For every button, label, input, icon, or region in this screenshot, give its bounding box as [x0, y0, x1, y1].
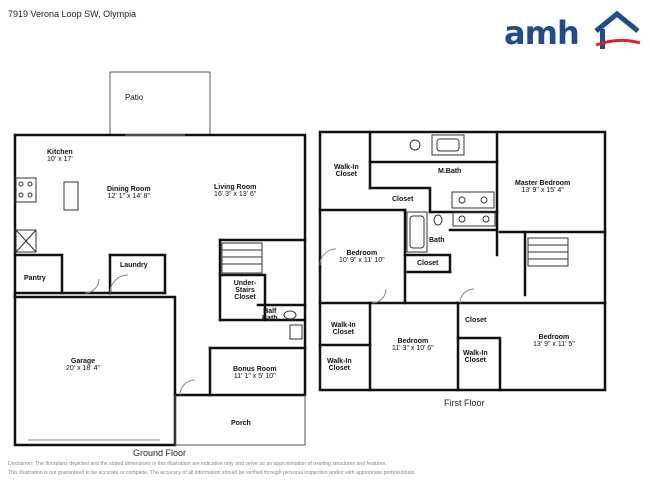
- hall-closet-label: Closet: [417, 260, 439, 267]
- garage-label: Garage: [70, 358, 96, 365]
- laundry-label: Laundry: [120, 262, 148, 269]
- pantry-label: Pantry: [24, 275, 46, 282]
- master-bedroom-label: Master Bedroom: [515, 180, 571, 187]
- disclaimer-line1: Disclaimer: The floorplans depicted and …: [8, 461, 387, 467]
- kitchen-label: Kitchen: [47, 149, 73, 156]
- ground-floor-label: Ground Floor: [133, 448, 187, 458]
- dining-room-label: Dining Room: [107, 186, 151, 193]
- bedroom-left-dimensions: 10' 9" x 11' 10": [339, 257, 385, 264]
- walk-in-closet-b-line2: Closet: [328, 365, 351, 372]
- house-roof-icon: [594, 10, 641, 49]
- garage-dimensions: 20' x 18' 4": [66, 365, 100, 372]
- half-bath-label-line1: Half: [263, 308, 277, 315]
- ground-floor-fixtures: [15, 134, 303, 441]
- first-floor-label: First Floor: [444, 398, 485, 408]
- walk-in-closet-a-line1: Walk-In: [331, 322, 356, 329]
- walk-in-closet-b-line1: Walk-In: [327, 358, 352, 365]
- walk-in-closet-top-line1: Walk-In: [334, 164, 359, 171]
- walk-in-closet-c-line1: Walk-In: [463, 350, 488, 357]
- ground-floor-walls: [13, 71, 307, 447]
- bedroom-right-dimensions: 13' 9" x 11' 5": [533, 341, 575, 348]
- disclaimer: Disclaimer: The floorplans depicted and …: [8, 460, 528, 478]
- dining-room-dimensions: 12' 1" x 14' 8": [107, 193, 150, 200]
- walk-in-closet-c-line2: Closet: [464, 357, 487, 364]
- first-floor-fixtures: [319, 134, 569, 304]
- property-address: 7919 Verona Loop SW, Olympia: [8, 9, 137, 19]
- master-bath-label: M.Bath: [438, 168, 462, 175]
- master-closet-label: Closet: [392, 196, 414, 203]
- kitchen-dimensions: 10' x 17': [47, 156, 73, 163]
- porch-label: Porch: [231, 420, 251, 427]
- amh-logo: amh: [504, 9, 644, 53]
- bedroom-middle-dimensions: 11' 3" x 10' 6": [392, 345, 434, 352]
- bath-label: Bath: [429, 237, 445, 244]
- bedroom-right-label: Bedroom: [538, 334, 570, 341]
- half-bath-label-line2: Bath: [262, 315, 278, 322]
- patio-label: Patio: [125, 93, 144, 102]
- living-room-dimensions: 16' 3" x 13' 6": [214, 191, 257, 198]
- under-stairs-label-line1: Under-: [233, 280, 257, 287]
- master-bedroom-dimensions: 13' 9" x 15' 4": [521, 187, 564, 194]
- logo-wordmark: amh: [504, 14, 580, 52]
- first-floor-walls: [318, 130, 607, 392]
- walk-in-closet-a-line2: Closet: [332, 329, 355, 336]
- bonus-room-dimensions: 11' 1" x 5' 10": [233, 373, 276, 380]
- under-stairs-label-line3: Closet: [234, 294, 256, 301]
- walk-in-closet-top-line2: Closet: [335, 171, 358, 178]
- living-room-label: Living Room: [214, 184, 257, 191]
- bonus-room-label: Bonus Room: [233, 366, 277, 373]
- bedroom-middle-label: Bedroom: [397, 338, 429, 345]
- under-stairs-label-line2: Stairs: [235, 287, 255, 294]
- closet-right-label: Closet: [465, 317, 487, 324]
- bedroom-left-label: Bedroom: [346, 250, 378, 257]
- disclaimer-line2: This illustration is not guaranteed to b…: [8, 470, 416, 476]
